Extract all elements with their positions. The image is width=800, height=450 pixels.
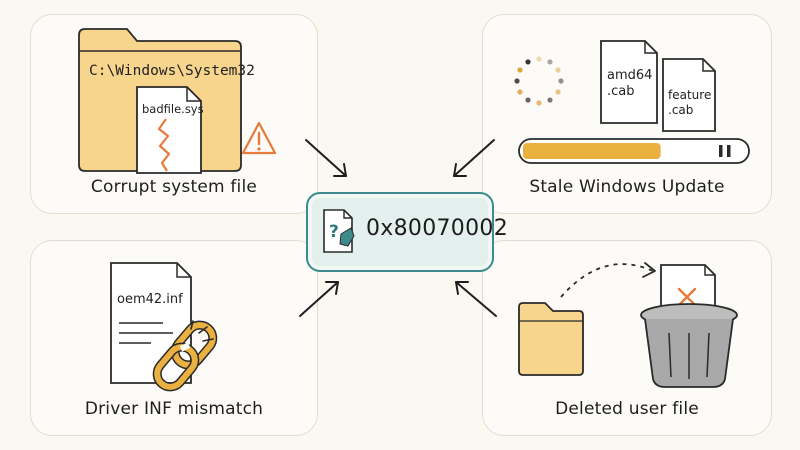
svg-text:?: ?: [329, 222, 339, 242]
spinner-dot: [547, 59, 553, 65]
deleted-user-file-panel: Deleted user file: [482, 240, 772, 436]
panel-label-deleted: Deleted user file: [555, 399, 699, 419]
error-code-text: 0x80070002: [366, 216, 508, 241]
spinner-dot: [555, 67, 561, 73]
spinner-dot: [517, 89, 523, 95]
cab-file-a-line2: .cab: [607, 84, 635, 99]
panel-label-corrupt: Corrupt system file: [90, 177, 258, 197]
spinner-dot: [555, 89, 561, 95]
unknown-file-icon: ?: [323, 209, 355, 253]
crack-line: [157, 118, 171, 172]
cab-file-icon-b: [662, 58, 716, 132]
file-icon: [136, 86, 202, 174]
stale-update-panel: amd64 .cab feature .cab Stale Windows Up…: [482, 14, 772, 214]
corrupt-file-illustration: C:\Windows\System32 badfile.sys: [78, 28, 277, 174]
spinner-dot: [514, 78, 520, 84]
loading-spinner-icon: [514, 56, 564, 106]
system-file-name: badfile.sys: [142, 102, 204, 116]
dashed-arrow: [560, 263, 654, 298]
driver-inf-illustration: oem42.inf: [110, 262, 218, 392]
spinner-dot: [525, 59, 531, 65]
cab-file-b-line2: .cab: [668, 103, 693, 117]
deleted-file-illustration: [518, 262, 738, 388]
close-icon: [677, 287, 697, 307]
folder-path-text: C:\Windows\System32: [89, 63, 255, 79]
error-code-box: ? 0x80070002: [306, 192, 508, 272]
stale-update-illustration: amd64 .cab feature .cab: [514, 40, 750, 164]
warning-icon: [241, 121, 277, 155]
pause-icon: [719, 145, 731, 157]
user-folder-icon: [518, 302, 584, 376]
trash-can-icon: [640, 303, 738, 388]
cab-file-b-line1: feature: [668, 88, 711, 102]
panel-label-driver: Driver INF mismatch: [84, 399, 264, 419]
spinner-dot: [536, 100, 542, 106]
spinner-dot: [547, 97, 553, 103]
spinner-dot: [536, 56, 542, 62]
cab-file-a-line1: amd64: [607, 68, 652, 83]
driver-inf-panel: oem42.inf Driver INF mismatch: [30, 240, 318, 436]
panel-label-update: Stale Windows Update: [529, 177, 725, 197]
inf-file-name: oem42.inf: [117, 292, 183, 307]
spinner-dot: [525, 97, 531, 103]
spinner-dot: [558, 78, 564, 84]
cab-file-icon-a: [600, 40, 658, 124]
progress-fill: [523, 143, 661, 159]
corrupt-system-file-panel: C:\Windows\System32 badfile.sys Corrupt …: [30, 14, 318, 214]
broken-link-icon: [152, 320, 218, 392]
spinner-dot: [517, 67, 523, 73]
